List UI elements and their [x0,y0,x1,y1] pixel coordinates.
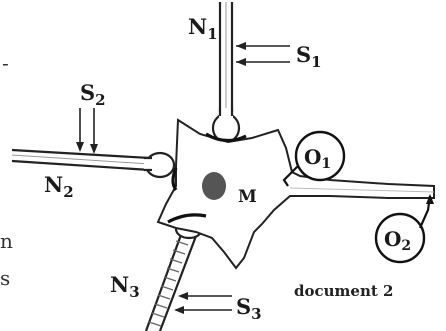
n3-label: N3 [110,272,140,301]
nucleus [202,172,226,200]
s3-label: S3 [236,294,262,323]
edge-fragment-3: s [0,266,10,290]
oscilloscope-o2: O2 [376,194,434,262]
edge-fragment-2: n [0,229,13,253]
edge-fragment-1: - [2,51,9,75]
stimulus-s1-arrows [236,42,290,66]
stimulus-s3-arrows [174,292,232,314]
neuron-n3-fiber [146,220,202,331]
neuron-n2-fiber [12,150,174,177]
figure-caption: document 2 [294,282,393,300]
stimulus-s2-arrows [76,108,98,154]
cell-body-label: M [238,187,257,207]
n1-label: N1 [188,14,218,43]
s1-label: S1 [296,42,322,71]
n2-label: N2 [44,172,74,201]
neuron-n1-fiber [213,2,239,142]
s2-label: S2 [80,80,106,109]
